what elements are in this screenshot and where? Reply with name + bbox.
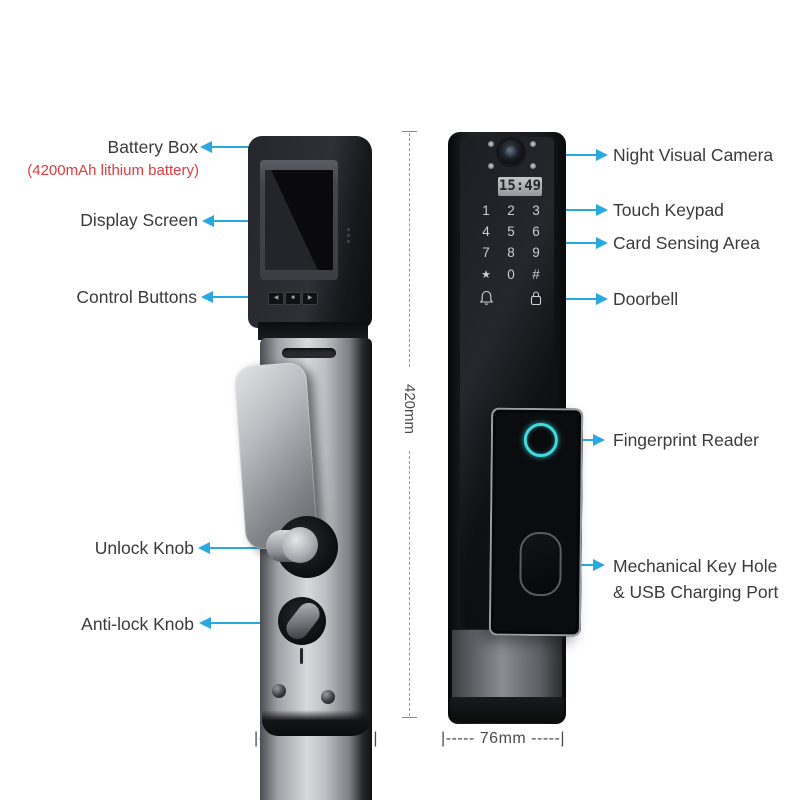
label-touch-keypad: Touch Keypad: [613, 200, 724, 220]
label-battery-capacity: (4200mAh lithium battery): [27, 162, 199, 179]
control-button-menu-icon: ■: [285, 292, 301, 305]
label-anti-lock-knob: Anti-lock Knob: [81, 614, 194, 634]
arrowhead-icon: [593, 559, 605, 571]
ir-led-icon: [488, 163, 494, 169]
interior-lock: ◀ ■ ▶: [233, 130, 385, 800]
doorbell-icon: [479, 290, 494, 311]
head-side-dot: [347, 234, 350, 237]
label-unlock-knob: Unlock Knob: [94, 538, 194, 558]
exterior-bottom-cap: [450, 697, 564, 723]
handle-module: [488, 407, 584, 637]
screw-icon: [321, 690, 335, 704]
keypad-key-5: 5: [507, 224, 515, 239]
speaker-slot: [282, 348, 336, 358]
clock-display: 15:49: [498, 177, 542, 196]
ir-led-icon: [530, 163, 536, 169]
keypad-key-0: 0: [507, 267, 515, 282]
keypad-key-4: 4: [482, 224, 490, 239]
keypad-key-9: 9: [532, 245, 540, 260]
mechanical-key-hole-cover: [519, 531, 562, 597]
lock-icon: [529, 290, 543, 311]
keypad-key-1: 1: [482, 203, 490, 218]
keypad-key-8: 8: [507, 245, 515, 260]
arrowhead-icon: [199, 617, 211, 629]
keypad-key-7: 7: [482, 245, 490, 260]
camera-lens-pupil: [505, 146, 517, 158]
keypad-key-6: 6: [532, 224, 540, 239]
keypad-key-hash: #: [532, 267, 540, 282]
dimension-cap-top: [402, 131, 417, 132]
unlock-knob: [282, 527, 318, 563]
arrowhead-icon: [198, 542, 210, 554]
label-mechanical-key-hole: Mechanical Key Hole: [613, 556, 778, 576]
arrowhead-icon: [596, 293, 608, 305]
dimension-dashed-line-upper: [409, 133, 410, 367]
dimension-dashed-line-lower: [409, 451, 410, 716]
label-doorbell: Doorbell: [613, 289, 679, 309]
arrowhead-icon: [593, 434, 605, 446]
screw-icon: [272, 684, 286, 698]
control-button-right-icon: ▶: [302, 292, 318, 305]
head-side-dot: [347, 228, 350, 231]
control-button-left-icon: ◀: [268, 292, 284, 305]
width-dimension-right: |----- 76mm -----|: [441, 730, 565, 747]
height-dimension-label: 420mm: [401, 383, 418, 435]
keypad-key-3: 3: [532, 203, 540, 218]
arrowhead-icon: [596, 237, 608, 249]
dimension-cap-bottom: [402, 717, 417, 718]
display-screen: [265, 170, 333, 270]
arrowhead-icon: [596, 204, 608, 216]
label-display-screen: Display Screen: [80, 210, 198, 230]
head-side-dot: [347, 240, 350, 243]
label-control-buttons: Control Buttons: [76, 287, 197, 307]
exterior-lower-body: [452, 630, 562, 708]
ir-led-icon: [488, 141, 494, 147]
exterior-lock: 15:49 1 2 3 4 5 6 7 8 9 ★ 0 #: [440, 125, 600, 750]
keypad-key-2: 2: [507, 203, 515, 218]
keypad-key-star: ★: [481, 269, 491, 281]
arrowhead-icon: [201, 291, 213, 303]
arrowhead-icon: [596, 149, 608, 161]
label-usb-charging-port: & USB Charging Port: [613, 582, 779, 602]
label-fingerprint-reader: Fingerprint Reader: [613, 430, 759, 450]
interior-neck: [258, 322, 368, 340]
interior-bottom-cap: [262, 710, 372, 736]
arrowhead-icon: [200, 141, 212, 153]
knob-index-mark: [300, 648, 303, 664]
arrowhead-icon: [202, 215, 214, 227]
label-night-visual-camera: Night Visual Camera: [613, 145, 774, 165]
ir-led-icon: [530, 141, 536, 147]
fingerprint-reader-icon: [523, 422, 559, 458]
label-card-sensing-area: Card Sensing Area: [613, 233, 760, 253]
label-battery-box: Battery Box: [107, 137, 198, 157]
